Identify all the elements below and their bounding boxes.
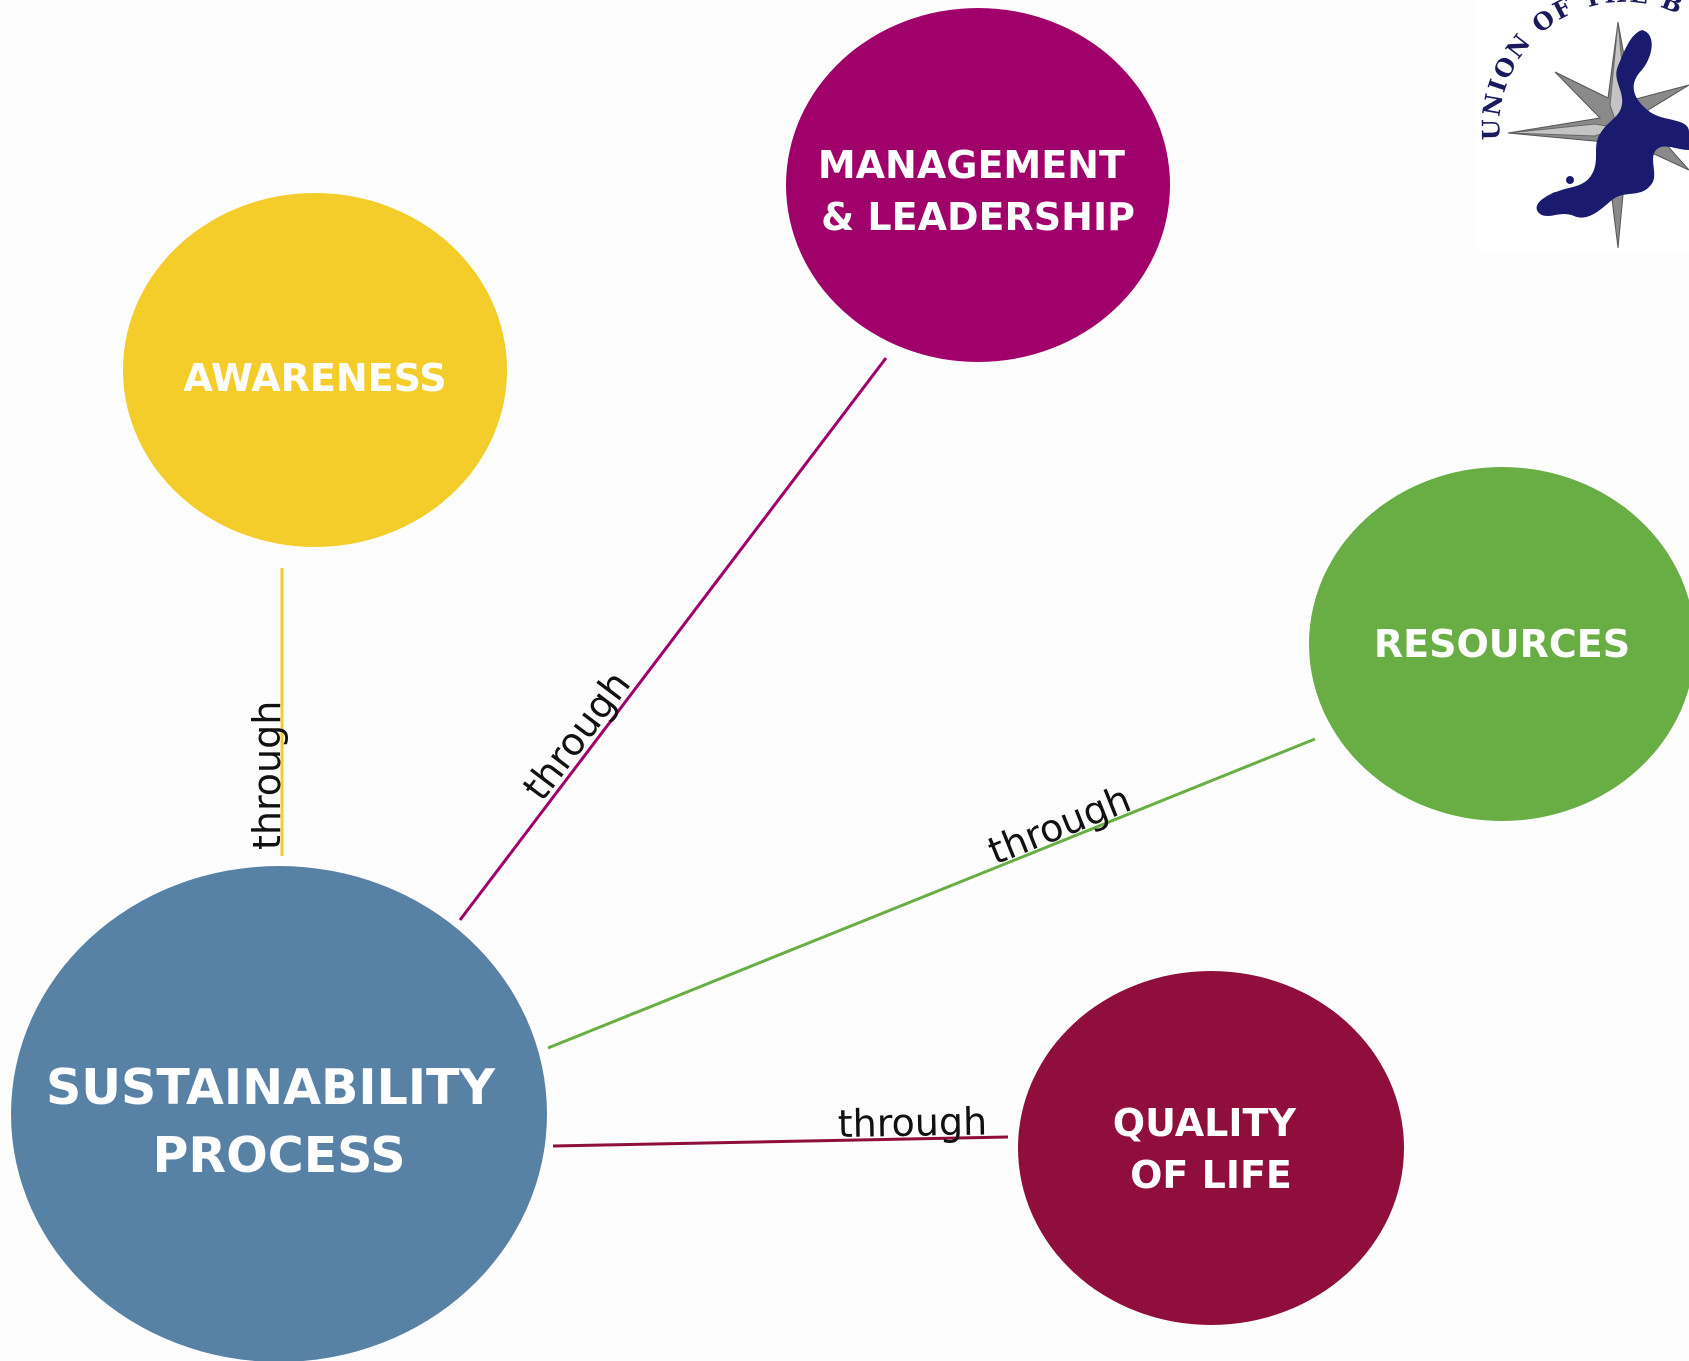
node-awareness-circle bbox=[123, 193, 507, 547]
edge-label-awareness: through bbox=[245, 701, 289, 850]
edge-line-resources bbox=[547, 737, 1316, 1050]
node-management: MANAGEMENT & LEADERSHIP bbox=[786, 8, 1170, 362]
edge-label-resources: through bbox=[982, 777, 1137, 874]
baltic-sea-map-icon bbox=[1536, 30, 1689, 218]
node-quality-circle bbox=[1018, 971, 1404, 1325]
node-resources-circle bbox=[1309, 467, 1689, 821]
edge-line-quality bbox=[552, 1135, 1009, 1148]
node-resources-label: RESOURCES bbox=[1374, 622, 1630, 666]
node-awareness-label: AWARENESS bbox=[183, 356, 446, 400]
node-sustainability-circle bbox=[11, 866, 547, 1361]
node-management-label: MANAGEMENT & LEADERSHIP bbox=[818, 143, 1138, 239]
node-awareness: AWARENESS bbox=[123, 193, 507, 547]
edge-label-quality: through bbox=[837, 1099, 987, 1146]
node-sustainability: SUSTAINABILITY PROCESS bbox=[11, 866, 547, 1361]
edge-line-management bbox=[458, 357, 888, 921]
edge-label-management: through bbox=[514, 663, 639, 809]
node-sustainability-label: SUSTAINABILITY PROCESS bbox=[46, 1059, 512, 1184]
node-resources: RESOURCES bbox=[1309, 467, 1689, 821]
node-quality: QUALITY OF LIFE bbox=[1018, 971, 1404, 1325]
node-quality-label: QUALITY OF LIFE bbox=[1113, 1101, 1309, 1197]
node-management-circle bbox=[786, 8, 1170, 362]
